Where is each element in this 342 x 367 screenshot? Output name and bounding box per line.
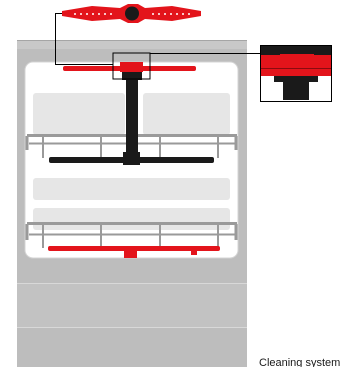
spray-arm-detail-center [125,6,139,21]
hub-detail-red-body [261,55,331,76]
lower-dish-panel-back [33,178,230,200]
bottom-spray-arm [48,246,220,251]
hub-detail-red-cap [280,54,314,60]
cabinet-upper-band [17,41,247,49]
spray-arm-icon [62,4,201,23]
leader-line-to-spray-arm-detail [55,13,114,65]
bottom-arm-nozzle [191,249,197,255]
top-arm-hub [120,62,143,72]
upper-dish-panel-left [33,93,125,135]
hub-detail-top-band [261,46,331,55]
lower-rack [25,222,238,248]
supply-pipe [126,74,138,158]
lower-dish-panel-front [33,208,230,230]
spray-arm-hub-icon [260,45,332,102]
hub-zoom-frame [112,52,151,80]
hub-detail-black-stem [274,76,318,100]
diagram-caption: Cleaning system [259,357,341,367]
middle-spray-arm [49,157,214,163]
spray-arm-detail-nozzles [74,13,190,15]
bottom-arm-hub [124,249,137,258]
top-arm-hub-mount [122,72,142,80]
upper-dish-panel-right [143,93,230,135]
kick-panel [17,283,247,327]
